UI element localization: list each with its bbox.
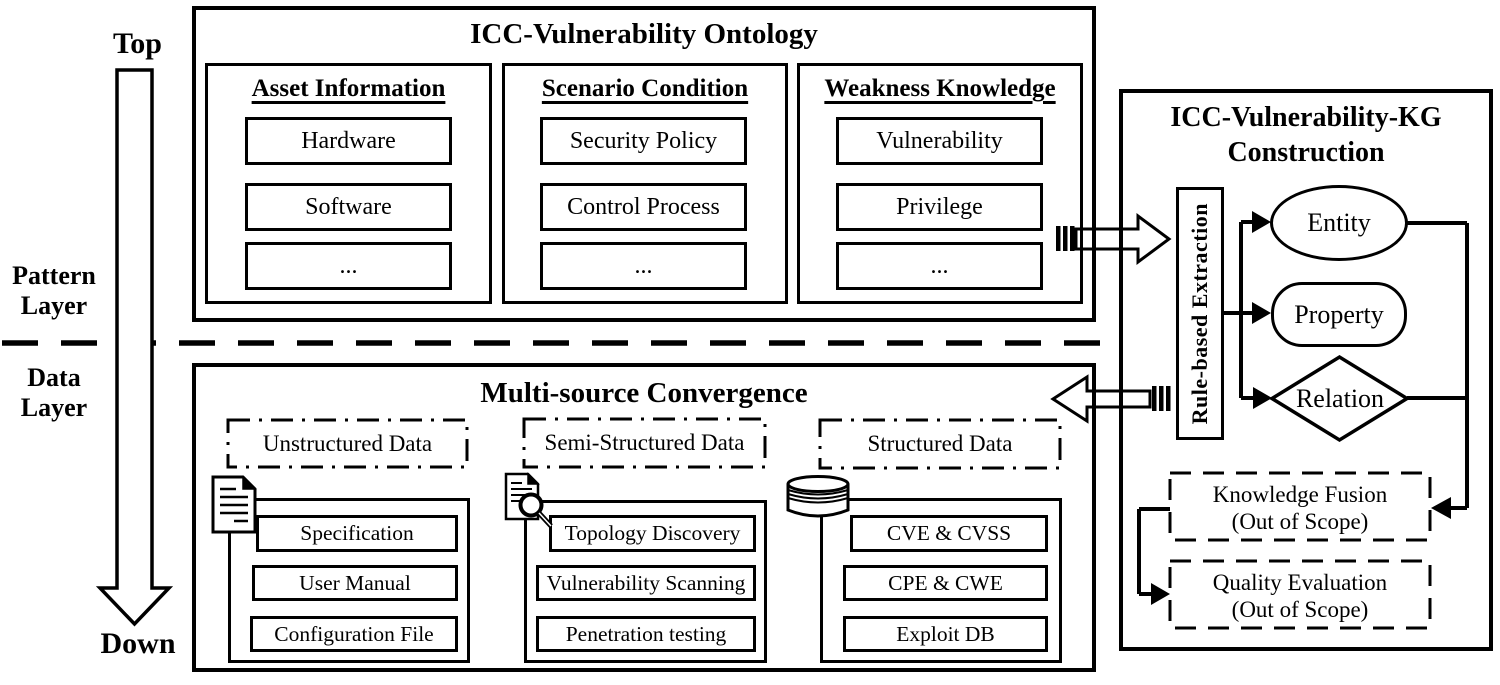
kg-panel xyxy=(1119,89,1493,651)
item-cpe-cwe: CPE & CWE xyxy=(843,565,1048,601)
rule-based-extraction-label: Rule-based Extraction xyxy=(1187,202,1212,425)
property-node: Property xyxy=(1271,282,1407,347)
ontology-box xyxy=(192,6,1096,322)
ontology-title: ICC-Vulnerability Ontology xyxy=(470,17,818,50)
left-arrow-stripe xyxy=(1152,386,1157,411)
entity-node: Entity xyxy=(1270,185,1408,261)
quality-evaluation-line2: (Out of Scope) xyxy=(1231,596,1369,622)
knowledge-fusion-line2: (Out of Scope) xyxy=(1231,508,1369,534)
structured-group-box xyxy=(820,498,1062,663)
semi-structured-group-box xyxy=(524,500,767,663)
ontology-item-software: Software xyxy=(245,183,452,231)
item-exploit-db: Exploit DB xyxy=(843,616,1048,652)
weakness-knowledge-column xyxy=(797,63,1083,304)
item-vulnerability-scanning: Vulnerability Scanning xyxy=(536,565,756,601)
left-arrow-stripe xyxy=(1159,386,1164,411)
ontology-item-security-policy: Security Policy xyxy=(540,117,747,165)
kg-title-line1: ICC-Vulnerability-KG xyxy=(1170,101,1442,133)
semi-structured-data-dashdot-box xyxy=(522,417,767,469)
top-label: Top xyxy=(113,27,162,60)
left-arrow-stripe xyxy=(1166,386,1171,411)
ontology-item-weakness-ellipsis: ... xyxy=(836,242,1043,290)
item-topology-discovery: Topology Discovery xyxy=(549,515,756,552)
right-arrow-stripe xyxy=(1070,226,1075,251)
rule-based-extraction-box: Rule-based Extraction xyxy=(1176,187,1224,440)
item-user-manual: User Manual xyxy=(252,565,458,601)
asset-information-header: Asset Information xyxy=(251,75,446,102)
semi-structured-data-label: Semi-Structured Data xyxy=(544,430,745,455)
unstructured-group-box xyxy=(228,498,470,663)
ontology-item-control-process: Control Process xyxy=(540,183,747,231)
asset-information-column xyxy=(205,63,492,304)
pattern-layer-label: Pattern Layer xyxy=(12,261,96,320)
knowledge-fusion-line1: Knowledge Fusion xyxy=(1212,481,1388,507)
scenario-condition-header: Scenario Condition xyxy=(541,75,749,102)
top-down-arrow xyxy=(95,68,174,627)
unstructured-data-label: Unstructured Data xyxy=(262,430,433,456)
down-label: Down xyxy=(100,627,176,660)
ontology-item-privilege: Privilege xyxy=(836,183,1043,231)
structured-data-dashdot-box xyxy=(818,418,1062,470)
weakness-knowledge-header: Weakness Knowledge xyxy=(824,75,1056,102)
right-arrow-stripe xyxy=(1056,226,1061,251)
quality-evaluation-line1: Quality Evaluation xyxy=(1212,569,1388,595)
relation-node-label: Relation xyxy=(1295,383,1385,413)
knowledge-fusion-dashed-box xyxy=(1168,471,1432,542)
item-penetration-testing: Penetration testing xyxy=(536,616,756,652)
kg-connector-lines xyxy=(1137,220,1469,596)
kg-connector-arrowheads xyxy=(1151,211,1451,605)
item-cve-cvss: CVE & CVSS xyxy=(850,515,1048,552)
right-arrow-stripe xyxy=(1063,226,1068,251)
quality-evaluation-dashed-box xyxy=(1168,559,1432,630)
scenario-condition-column xyxy=(502,63,788,304)
relation-diamond-shape xyxy=(1268,354,1411,443)
ontology-item-vulnerability: Vulnerability xyxy=(836,117,1043,165)
unstructured-data-dashdot-box xyxy=(226,418,469,469)
ontology-item-asset-ellipsis: ... xyxy=(245,242,452,290)
extraction-to-convergence-arrow xyxy=(1050,374,1152,424)
item-configuration-file: Configuration File xyxy=(250,616,458,652)
data-layer-label: Data Layer xyxy=(20,363,88,422)
ontology-item-scenario-ellipsis: ... xyxy=(540,242,747,290)
structured-data-label: Structured Data xyxy=(867,431,1013,456)
convergence-title: Multi-source Convergence xyxy=(480,376,808,409)
item-specification: Specification xyxy=(256,515,458,552)
ontology-item-hardware: Hardware xyxy=(245,117,452,165)
kg-title-line2: Construction xyxy=(1227,136,1385,168)
convergence-box xyxy=(192,363,1096,672)
